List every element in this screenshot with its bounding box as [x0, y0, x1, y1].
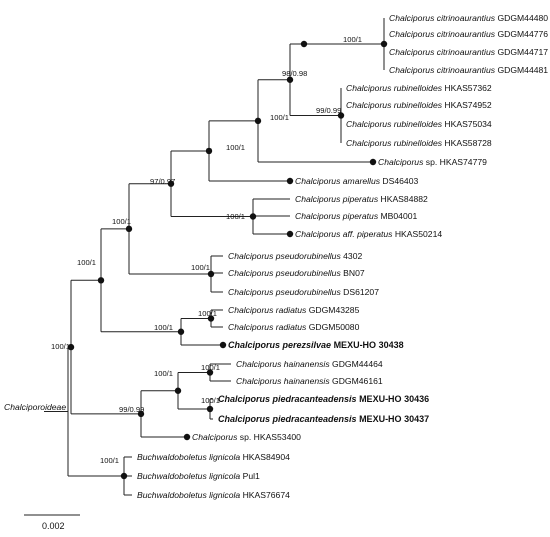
taxon-label: Buchwaldoboletus lignicola HKAS76674 [137, 490, 290, 500]
support-value: 99/0.99 [316, 106, 341, 115]
taxon-label: Chalciporus piperatus MB04001 [295, 211, 418, 221]
node-dot [254, 117, 262, 125]
taxon-label: Chalciporus aff. piperatus HKAS50214 [295, 229, 442, 239]
taxon-label: Chalciporus sp. HKAS53400 [192, 432, 301, 442]
taxon-label: Chalciporus citrinoaurantius GDGM44481 [389, 65, 548, 75]
support-value: 100/1 [112, 217, 131, 226]
taxon-label: Chalciporus piedracanteadensis MEXU-HO 3… [218, 394, 429, 404]
node-dot [206, 405, 214, 413]
node-dot [174, 387, 182, 394]
taxon-label: Chalciporus pseudorubinellus 4302 [228, 251, 362, 261]
taxon-label: Buchwaldoboletus lignicola Pul1 [137, 471, 260, 481]
leaf-dot [183, 433, 191, 441]
leaf-dot [286, 177, 294, 185]
node-dot [167, 180, 175, 187]
taxon-label: Chalciporus citrinoaurantius GDGM44717 [389, 47, 548, 57]
node-dot [286, 76, 294, 83]
support-value: 97/0.97 [150, 177, 175, 186]
taxon-label: Buchwaldoboletus lignicola HKAS84904 [137, 452, 290, 462]
taxon-label: Chalciporus rubinelloides HKAS75034 [346, 119, 492, 129]
support-value: 100/1 [201, 363, 220, 372]
support-value: 100/1 [154, 323, 173, 332]
node-dot [300, 40, 308, 48]
support-value: 99/0.99 [119, 405, 144, 414]
node-dot [67, 343, 75, 351]
node-dot [337, 112, 345, 119]
support-value: 98/0.98 [282, 69, 307, 78]
taxon-label: Chalciporus pseudorubinellus DS61207 [228, 287, 379, 297]
taxon-labels: Chalciporus citrinoaurantius GDGM44480Ch… [137, 13, 548, 500]
node-dot [380, 40, 388, 48]
taxon-label: Chalciporus piperatus HKAS84882 [295, 194, 428, 204]
taxon-label: Chalciporus hainanensis GDGM46161 [236, 376, 383, 386]
leaf-dot [286, 230, 294, 238]
taxon-label: Chalciporus sp. HKAS74779 [378, 157, 487, 167]
node-dot [97, 277, 105, 284]
taxon-label: Chalciporus pseudorubinellus BN07 [228, 268, 365, 278]
leaf-dot [219, 341, 227, 349]
support-value: 100/1 [198, 309, 217, 318]
taxon-label: Chalciporus hainanensis GDGM44464 [236, 359, 383, 369]
scale-bar: 0.002 [24, 514, 80, 531]
taxon-label: Chalciporus radiatus GDGM50080 [228, 322, 360, 332]
node-dot [205, 147, 213, 155]
support-values: 100/1 100/1 100/1 100/1 97/0.97 100/1 100/1 98/… [51, 35, 362, 465]
leaf-dot [369, 158, 377, 166]
support-value: 100/1 [201, 396, 220, 405]
support-value: 100/1 [226, 143, 245, 152]
taxon-label: Chalciporus piedracanteadensis MEXU-HO 3… [218, 414, 429, 424]
taxon-label: Chalciporus citrinoaurantius GDGM44480 [389, 13, 548, 23]
node-dot [206, 369, 214, 376]
support-value: 100/1 [154, 369, 173, 378]
node-dot [207, 270, 215, 278]
root-label: Chalciporoideae [4, 402, 66, 412]
taxon-label: Chalciporus citrinoaurantius GDGM44776 [389, 29, 548, 39]
support-value: 100/1 [191, 263, 210, 272]
node-dot [249, 213, 257, 220]
scale-bar-label: 0.002 [42, 521, 65, 531]
support-value: 100/1 [343, 35, 362, 44]
support-value: 100/1 [270, 113, 289, 122]
taxon-label: Chalciporus amarellus DS46403 [295, 176, 418, 186]
node-dot [120, 472, 128, 480]
node-dot [137, 410, 145, 418]
taxon-label: Chalciporus rubinelloides HKAS74952 [346, 100, 492, 110]
node-dot [177, 328, 185, 335]
support-value: 100/1 [51, 342, 70, 351]
taxon-label: Chalciporus rubinelloides HKAS58728 [346, 138, 492, 148]
node-dot [207, 315, 215, 322]
support-value: 100/1 [77, 258, 96, 267]
taxon-label: Chalciporus perezsilvae MEXU-HO 30438 [228, 340, 404, 350]
node-dot [125, 225, 133, 233]
taxon-label: Chalciporus radiatus GDGM43285 [228, 305, 360, 315]
support-value: 100/1 [226, 212, 245, 221]
support-value: 100/1 [100, 456, 119, 465]
taxon-label: Chalciporus rubinelloides HKAS57362 [346, 83, 492, 93]
tree-nodes [67, 40, 388, 480]
